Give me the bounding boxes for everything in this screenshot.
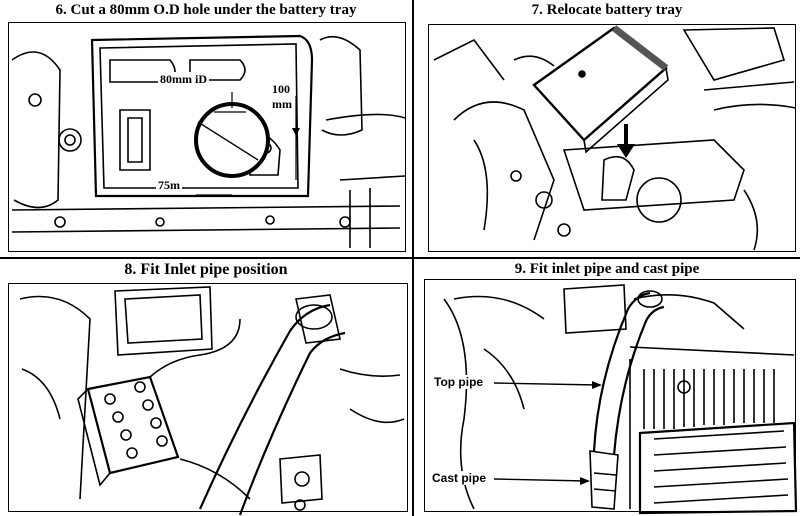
panel-step-6: 6. Cut a 80mm O.D hole under the battery… [0, 0, 412, 257]
height-unit-label: mm [272, 97, 292, 112]
step-6-battery-tray-drawing [11, 34, 406, 248]
panel-step-8: 8. Fit Inlet pipe position [0, 259, 412, 516]
top-pipe-label: Top pipe [432, 375, 486, 389]
step-6-diagram-frame [8, 22, 406, 252]
move-down-arrow [617, 144, 635, 158]
cast-pipe-label: Cast pipe [430, 471, 489, 485]
step-9-diagram-frame [424, 279, 796, 512]
step-9-title: 9. Fit inlet pipe and cast pipe [514, 261, 700, 277]
step-8-diagram-frame [8, 283, 408, 512]
panel-step-7: 7. Relocate battery tray [414, 0, 800, 257]
step-8-title: 8. Fit Inlet pipe position [124, 261, 288, 278]
step-9-pipes-drawing [443, 284, 798, 515]
step-8-inlet-pipe-drawing [19, 286, 405, 516]
step-6-title: 6. Cut a 80mm O.D hole under the battery… [55, 2, 357, 18]
hole-circle [194, 102, 270, 178]
panel-step-9: 9. Fit inlet pipe and cast pipe [414, 259, 800, 516]
offset-label: 75m [156, 178, 182, 193]
inner-diameter-label: 80mm iD [158, 72, 209, 87]
step-7-diagram-frame [428, 24, 796, 252]
step-7-title: 7. Relocate battery tray [531, 2, 683, 18]
step-7-relocated-tray-drawing [433, 25, 797, 251]
height-value-label: 100 [272, 82, 290, 97]
horizontal-divider [0, 257, 800, 259]
